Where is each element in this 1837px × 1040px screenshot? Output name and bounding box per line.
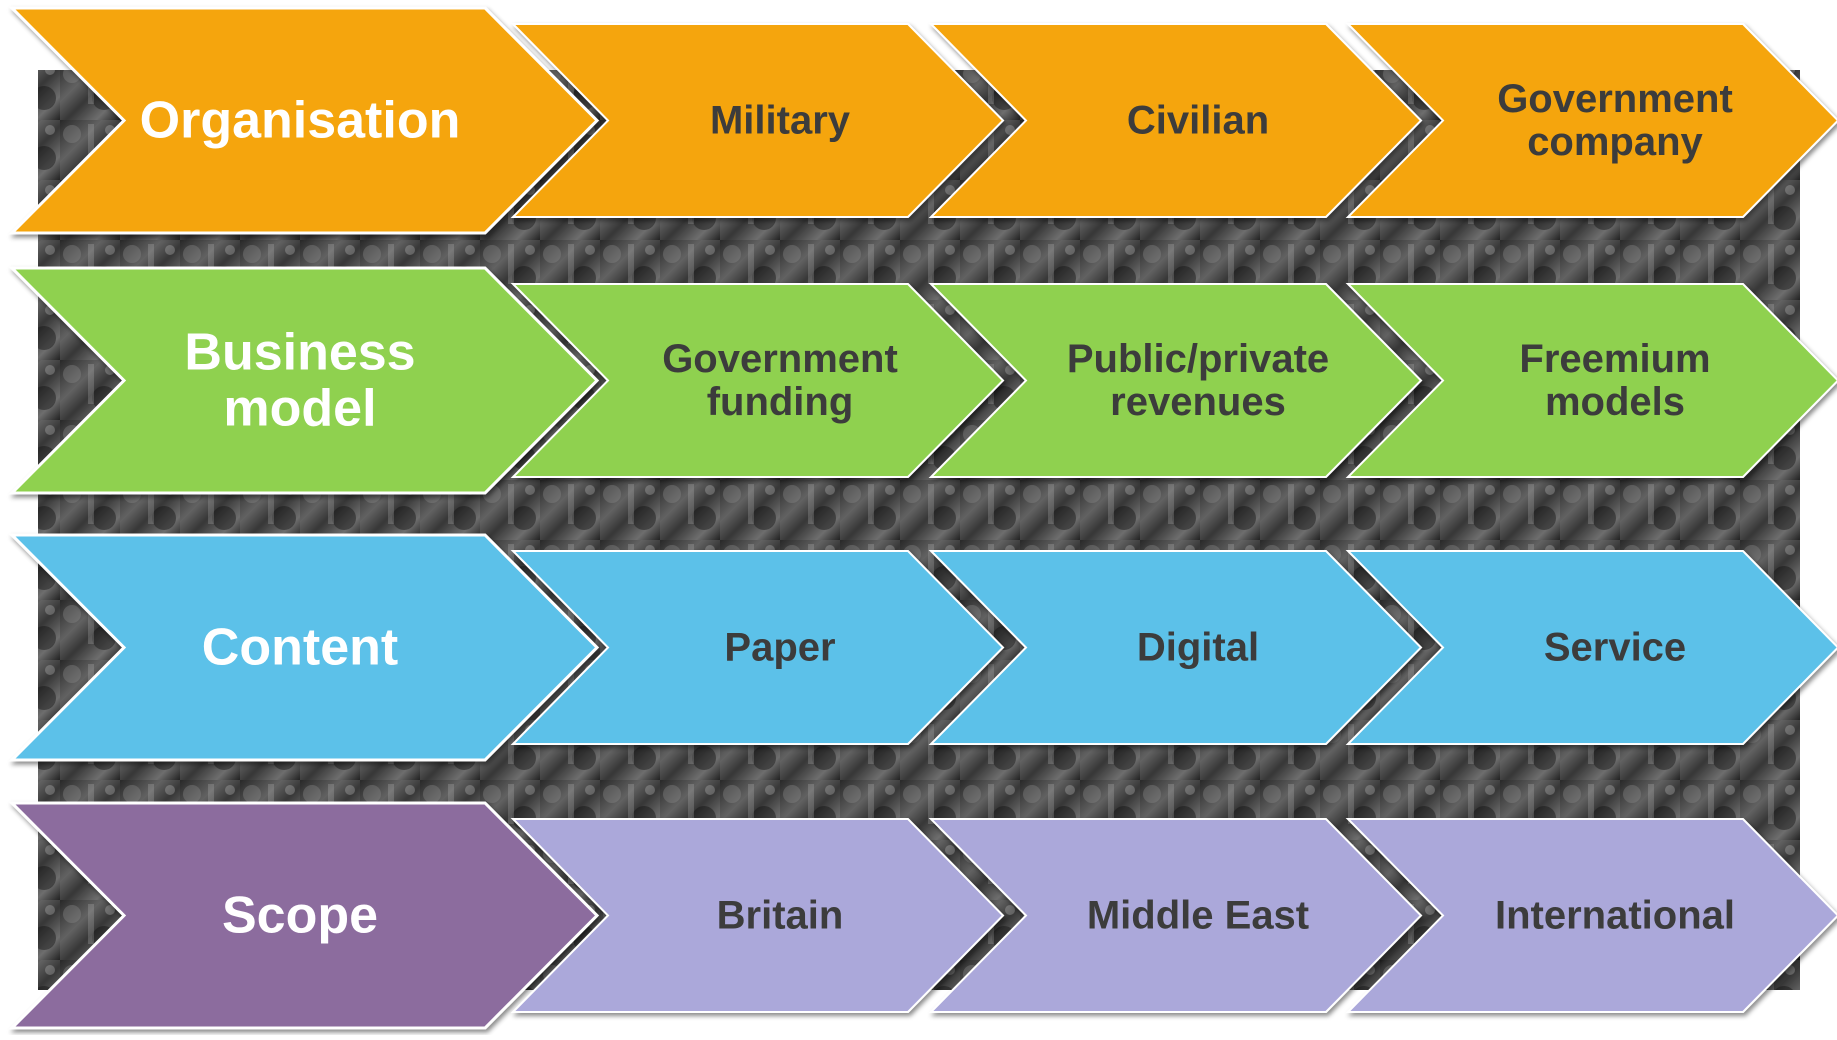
item-chevron-content-1: Paper bbox=[510, 550, 1005, 745]
item-label-scope-2-line-1: Middle East bbox=[1087, 894, 1309, 938]
item-chevron-scope-1: Britain bbox=[510, 818, 1005, 1013]
header-label-organisation-line-1: Organisation bbox=[140, 92, 461, 150]
item-label-business-model-2-line-1: Public/private bbox=[1067, 337, 1329, 381]
item-label-scope-1-line-1: Britain bbox=[717, 894, 844, 938]
header-label-scope-line-1: Scope bbox=[222, 887, 378, 945]
item-shape-scope-2 bbox=[928, 818, 1423, 1013]
header-label-business-model-line-2: model bbox=[223, 380, 376, 438]
header-chevron-scope: Scope bbox=[8, 801, 600, 1030]
item-chevron-content-3: Service bbox=[1345, 550, 1837, 745]
item-shape-organisation-2 bbox=[928, 23, 1423, 218]
item-label-business-model-3-line-1: Freemium bbox=[1519, 337, 1710, 381]
row-scope: Scope Britain Middle East International bbox=[8, 801, 1837, 1030]
header-shape-organisation bbox=[8, 6, 600, 235]
item-label-business-model-1-line-2: funding bbox=[707, 380, 854, 424]
item-label-business-model-3-line-2: models bbox=[1545, 380, 1685, 424]
item-shape-content-3 bbox=[1345, 550, 1837, 745]
item-label-scope-3-line-1: International bbox=[1495, 894, 1735, 938]
item-label-organisation-2-line-1: Civilian bbox=[1127, 99, 1269, 143]
item-shape-business-model-2 bbox=[928, 283, 1423, 478]
header-label-content-line-1: Content bbox=[202, 619, 398, 677]
item-label-content-1-line-1: Paper bbox=[724, 626, 835, 670]
item-label-organisation-3-line-1: Government bbox=[1497, 77, 1733, 121]
item-shape-scope-3 bbox=[1345, 818, 1837, 1013]
header-label-business-model-line-1: Business bbox=[184, 323, 415, 381]
item-label-content-2-line-1: Digital bbox=[1137, 626, 1259, 670]
item-shape-organisation-1 bbox=[510, 23, 1005, 218]
item-label-organisation-1-line-1: Military bbox=[710, 99, 851, 143]
item-chevron-organisation-2: Civilian bbox=[928, 23, 1423, 218]
header-shape-scope bbox=[8, 801, 600, 1030]
header-shape-content bbox=[8, 533, 600, 762]
row-organisation: Organisation Military Civilian Governmentco… bbox=[8, 6, 1837, 235]
item-chevron-organisation-1: Military bbox=[510, 23, 1005, 218]
row-business-model: BusinessmodelGovernmentfundingPublic/pri… bbox=[8, 266, 1837, 495]
item-label-organisation-3-line-2: company bbox=[1527, 120, 1703, 164]
item-shape-content-2 bbox=[928, 550, 1423, 745]
item-shape-business-model-3 bbox=[1345, 283, 1837, 478]
header-chevron-organisation: Organisation bbox=[8, 6, 600, 235]
item-shape-business-model-1 bbox=[510, 283, 1005, 478]
item-label-content-3-line-1: Service bbox=[1544, 626, 1686, 670]
item-shape-scope-1 bbox=[510, 818, 1005, 1013]
row-content: Content Paper Digital Service bbox=[8, 533, 1837, 762]
item-shape-content-1 bbox=[510, 550, 1005, 745]
item-chevron-scope-2: Middle East bbox=[928, 818, 1423, 1013]
header-shape-business-model bbox=[8, 266, 600, 495]
item-shape-organisation-3 bbox=[1345, 23, 1837, 218]
item-chevron-content-2: Digital bbox=[928, 550, 1423, 745]
item-label-business-model-2-line-2: revenues bbox=[1110, 380, 1286, 424]
item-label-business-model-1-line-1: Government bbox=[662, 337, 898, 381]
item-chevron-scope-3: International bbox=[1345, 818, 1837, 1013]
header-chevron-content: Content bbox=[8, 533, 600, 762]
